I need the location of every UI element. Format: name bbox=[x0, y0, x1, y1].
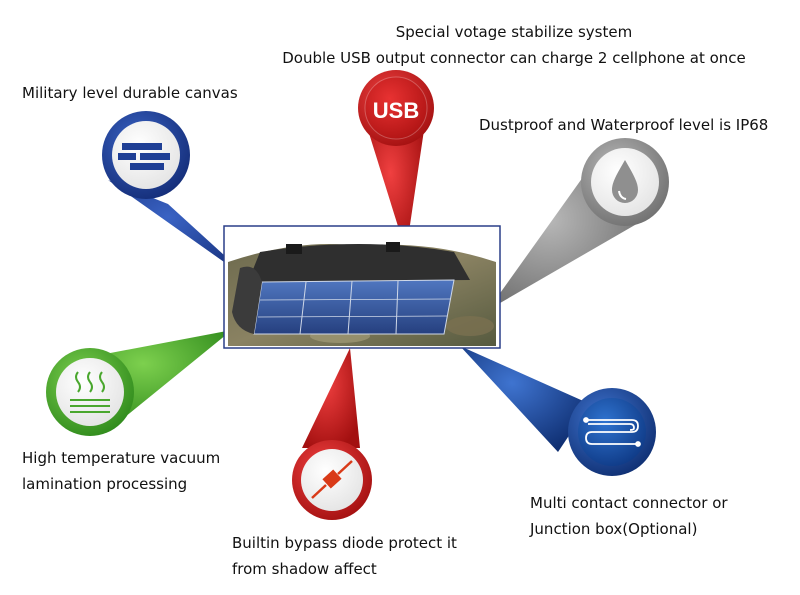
waterproof-badge bbox=[581, 138, 669, 226]
connector-pointer bbox=[460, 346, 590, 452]
wire-connector-icon bbox=[583, 417, 641, 447]
svg-text:USB: USB bbox=[373, 98, 419, 123]
diode-feature-label: Builtin bypass diode protect it from sha… bbox=[232, 534, 457, 578]
canvas-layers-icon bbox=[118, 143, 170, 170]
lamination-feature-label: High temperature vacuum lamination proce… bbox=[22, 449, 221, 493]
diode-icon bbox=[311, 460, 353, 499]
heat-waves-icon bbox=[70, 371, 110, 413]
canvas-feature-label: Military level durable canvas bbox=[22, 84, 238, 102]
connector-badge bbox=[568, 388, 656, 476]
usb-icon: USB bbox=[373, 98, 419, 123]
connector-feature-label: Multi contact connector or Junction box(… bbox=[530, 494, 728, 538]
diode-pointer bbox=[302, 348, 360, 448]
solar-panel-photo bbox=[223, 225, 501, 349]
usb-feature-label: Special votage stabilize system Double U… bbox=[282, 23, 746, 67]
usb-pointer bbox=[368, 130, 424, 252]
canvas-badge bbox=[102, 111, 190, 199]
canvas-pointer bbox=[108, 180, 258, 286]
usb-badge: USB bbox=[358, 70, 434, 146]
lamination-badge bbox=[46, 348, 134, 436]
diode-badge bbox=[292, 440, 372, 520]
waterproof-feature-label: Dustproof and Waterproof level is IP68 bbox=[479, 116, 769, 134]
